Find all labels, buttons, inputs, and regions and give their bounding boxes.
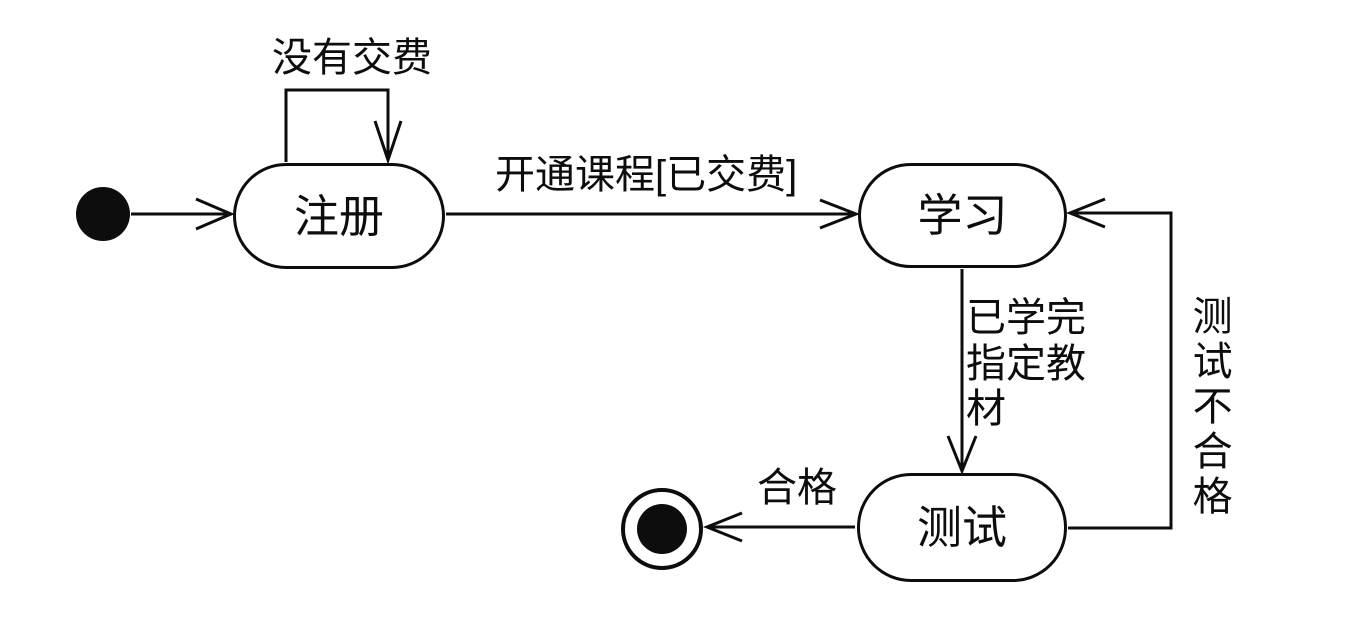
transition-label-finished-materials: 已学完指定教材 xyxy=(966,296,1086,432)
final-state-inner-dot xyxy=(637,504,687,554)
transition-register-self-loop-line xyxy=(284,88,390,162)
transition-label-open-course-paid: 开通课程[已交费] xyxy=(495,153,798,197)
state-register-label: 注册 xyxy=(293,190,384,242)
state-register: 注册 xyxy=(233,163,445,269)
transition-test-to-final-arrowhead xyxy=(702,511,743,543)
transition-test-to-study-arrowhead xyxy=(1065,197,1106,229)
transition-label-no-payment: 没有交费 xyxy=(272,36,432,80)
initial-state-dot xyxy=(76,187,130,241)
state-test-label: 测试 xyxy=(916,502,1007,553)
transition-label-test-failed: 测试不合格 xyxy=(1186,295,1231,520)
transition-register-to-study-arrowhead xyxy=(819,198,861,230)
transition-test-to-study-line xyxy=(1068,211,1173,530)
state-study: 学习 xyxy=(858,163,1067,268)
state-study-label: 学习 xyxy=(917,190,1008,241)
transition-initial-to-register-arrowhead xyxy=(195,197,235,231)
transition-register-self-loop-arrowhead xyxy=(373,120,403,165)
state-test: 测试 xyxy=(857,473,1067,582)
transition-label-pass: 合格 xyxy=(757,466,837,510)
transition-study-to-test-arrowhead xyxy=(946,435,978,476)
